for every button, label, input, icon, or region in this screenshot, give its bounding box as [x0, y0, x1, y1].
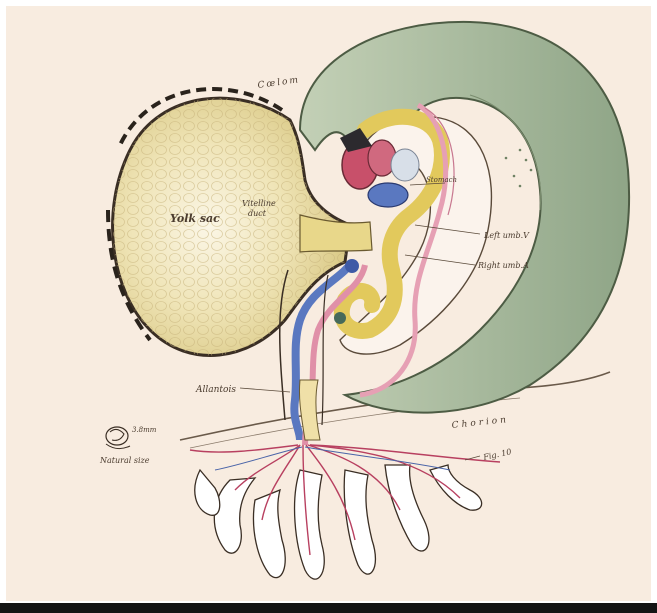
label-natural-size: Natural size	[99, 456, 150, 465]
label-vitelline-duct-1: Vitelline	[242, 199, 276, 208]
bottom-border	[0, 603, 657, 613]
label-coelom: Cœlom	[257, 75, 301, 91]
label-right-umb: Right umb.A	[477, 261, 529, 270]
label-size-mm: 3.8mm	[132, 426, 157, 434]
label-figure-ref: Fig. 10	[482, 447, 513, 462]
label-allantois: Allantois	[195, 385, 236, 395]
label-yolk-sac: Yolk sac	[170, 212, 220, 225]
chorionic-villi	[195, 465, 482, 579]
label-chorion: Chorion	[451, 415, 509, 431]
label-left-umb: Left umb.V	[483, 231, 530, 240]
label-vitelline-duct-2: duct	[248, 209, 267, 218]
allantois	[299, 380, 320, 440]
natural-size-sketch	[106, 427, 130, 449]
label-stomach: Stomach	[426, 176, 457, 184]
